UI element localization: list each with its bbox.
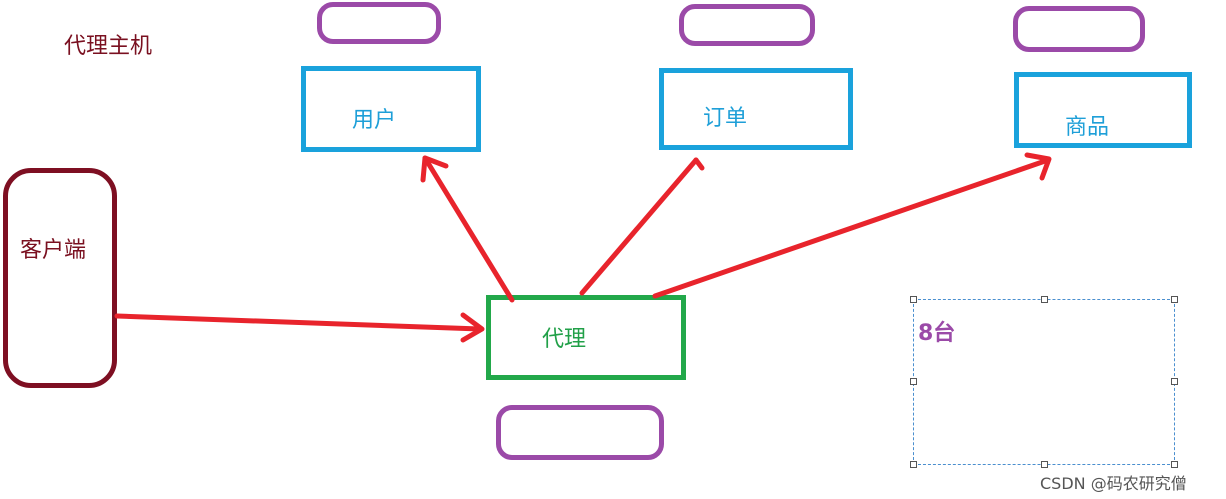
- service-node-orders: [659, 68, 853, 150]
- instance-pill-products: [1013, 6, 1145, 52]
- service-label-orders: 订单: [703, 106, 748, 131]
- resize-handle-top-right[interactable]: [1171, 296, 1178, 303]
- proxy-node: [486, 295, 686, 380]
- resize-handle-bottom-right[interactable]: [1171, 461, 1178, 468]
- arrow-proxy-to-products: [652, 152, 1052, 299]
- service-label-products: 商品: [1065, 115, 1110, 140]
- instance-count-label[interactable]: 8台: [918, 321, 956, 346]
- arrow-proxy-to-users: [420, 155, 515, 303]
- watermark: CSDN @码农研究僧: [1040, 474, 1187, 493]
- arrow-client-to-proxy: [114, 312, 485, 343]
- service-node-products: [1014, 72, 1192, 148]
- client-label: 客户端: [20, 238, 87, 263]
- resize-handle-top-left[interactable]: [910, 296, 917, 303]
- resize-handle-bottom[interactable]: [1041, 461, 1048, 468]
- instance-pill-orders: [679, 4, 815, 46]
- client-node: [3, 168, 117, 388]
- arrow-proxy-to-orders: [579, 157, 705, 296]
- resize-handle-right[interactable]: [1171, 378, 1178, 385]
- resize-handle-bottom-left[interactable]: [910, 461, 917, 468]
- proxy-label: 代理: [542, 327, 587, 352]
- instance-pill-users: [317, 2, 441, 44]
- service-label-users: 用户: [352, 108, 397, 133]
- instance-pill-proxy: [496, 405, 664, 460]
- service-node-users: [301, 66, 481, 152]
- diagram-title: 代理主机: [64, 34, 153, 59]
- resize-handle-left[interactable]: [910, 378, 917, 385]
- resize-handle-top[interactable]: [1041, 296, 1048, 303]
